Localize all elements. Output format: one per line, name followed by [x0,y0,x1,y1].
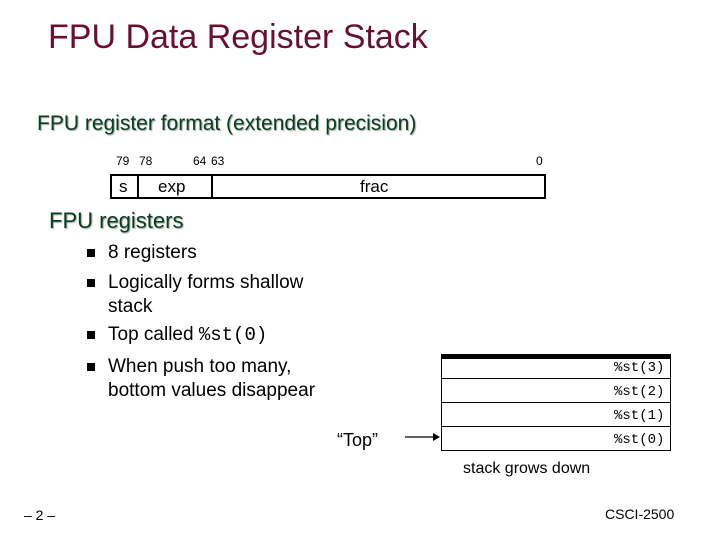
format-heading: FPU register format (extended precision) [37,112,417,135]
top-label: “Top” [337,430,379,450]
field-sign: s [119,177,128,196]
bullet-top-called-code: %st(0) [198,324,268,346]
stack-label-st3: %st(3) [614,360,665,376]
bullet-top-called: Top called %st(0) [108,323,267,347]
stack-divider [441,402,671,403]
stack-divider [441,426,671,427]
field-exp: exp [158,177,186,196]
stack-divider [441,378,671,379]
register-format-box [110,174,546,199]
bit-label-79: 79 [116,154,130,168]
field-frac: frac [360,177,389,196]
stack-label-st2: %st(2) [614,384,665,400]
bullet-shallow-stack-line1: Logically forms shallow [108,272,304,293]
bullet-marker [87,249,95,257]
page-number: – 2 – [24,507,56,523]
course-code: CSCI-2500 [605,506,675,522]
stack-label-st0: %st(0) [614,432,665,448]
field-divider-exp [211,174,213,199]
bit-label-78: 78 [139,154,153,168]
bullet-8-registers: 8 registers [108,242,197,263]
bullet-push-too-many-line2: bottom values disappear [108,380,316,401]
top-arrow-icon [405,433,440,441]
bullet-marker [87,331,95,339]
bullet-shallow-stack-line2: stack [108,296,153,317]
bullet-marker [87,279,95,287]
stack-label-st1: %st(1) [614,408,665,424]
bit-label-64: 64 [193,154,207,168]
bullet-marker [87,363,95,371]
bullet-push-too-many-line1: When push too many, [108,356,292,377]
bit-label-63: 63 [211,154,225,168]
registers-heading: FPU registers [49,208,184,233]
field-divider-sign [137,174,139,199]
page-title: FPU Data Register Stack [48,18,428,56]
bit-label-0: 0 [536,154,543,168]
stack-caption: stack grows down [463,460,591,477]
bullet-top-called-text: Top called [108,324,199,345]
